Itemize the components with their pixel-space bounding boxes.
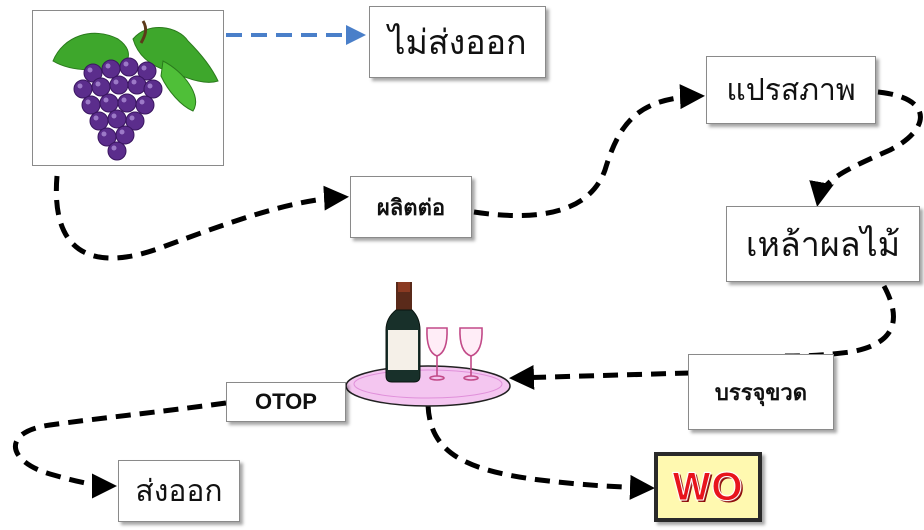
wine-tray-illustration bbox=[345, 282, 511, 407]
node-otop-label: OTOP bbox=[255, 389, 317, 414]
arrow-grapes-to-produce bbox=[53, 175, 349, 261]
node-export: ส่งออก bbox=[118, 460, 240, 522]
wine-bottle bbox=[385, 282, 421, 383]
arrow-process-to-wine bbox=[809, 89, 923, 207]
wine-glass-left bbox=[426, 327, 448, 381]
grapes-image bbox=[32, 10, 224, 166]
node-produce-further: ผลิตต่อ bbox=[350, 176, 472, 238]
node-bottling: บรรจุขวด bbox=[688, 354, 834, 430]
node-wo: WO bbox=[654, 452, 762, 522]
wine-glass-right bbox=[459, 327, 483, 381]
node-bottling-label: บรรจุขวด bbox=[714, 379, 808, 405]
node-wo-label: WO bbox=[672, 464, 744, 509]
node-process-label: แปรสภาพ bbox=[726, 72, 856, 108]
tray bbox=[345, 365, 511, 407]
arrow-bottling-to-tray bbox=[509, 364, 691, 390]
node-fruit-wine-label: เหล้าผลไม้ bbox=[745, 225, 901, 265]
node-export-label: ส่งออก bbox=[135, 473, 223, 509]
arrow-otop-to-export bbox=[13, 400, 227, 499]
node-fruit-wine: เหล้าผลไม้ bbox=[726, 206, 920, 282]
arrow-tray-to-wo bbox=[425, 404, 655, 500]
arrow-wine-to-bottling bbox=[779, 284, 896, 359]
arrow-produce-to-process bbox=[473, 84, 705, 219]
node-otop: OTOP bbox=[226, 382, 346, 422]
node-produce-further-label: ผลิตต่อ bbox=[376, 194, 446, 220]
node-no-export: ไม่ส่งออก bbox=[369, 6, 546, 78]
node-no-export-label: ไม่ส่งออก bbox=[388, 23, 527, 63]
grapes-icon bbox=[52, 20, 219, 161]
node-process: แปรสภาพ bbox=[706, 56, 876, 124]
